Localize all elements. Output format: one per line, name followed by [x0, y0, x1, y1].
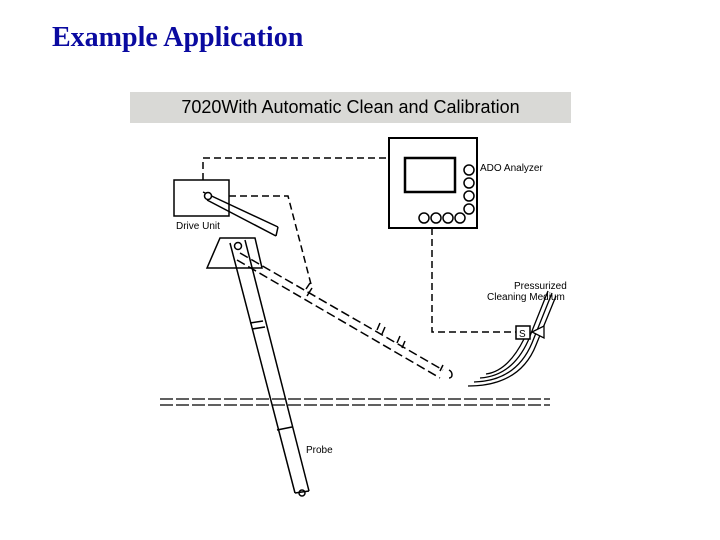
- analyzer-side-buttons: [463, 164, 475, 215]
- diagram-subtitle: 7020With Automatic Clean and Calibration: [130, 92, 571, 123]
- drive-unit-box: [173, 179, 230, 217]
- drive-unit: Drive Unit: [173, 179, 263, 269]
- drive-arm: [202, 191, 279, 237]
- cable-drive-loop: [229, 195, 313, 289]
- water-surface: [160, 398, 550, 406]
- pressurized-label: Pressurized: [514, 281, 567, 292]
- cleaning-medium-label: Cleaning Medium: [487, 292, 565, 303]
- cable-drive-to-analyzer: [202, 157, 389, 180]
- solenoid-valve: S: [515, 324, 545, 340]
- cable-analyzer-to-valve: [431, 228, 518, 333]
- probe-pole: [229, 239, 310, 497]
- supply-lines: [467, 290, 557, 387]
- analyzer-bottom-buttons: [418, 212, 466, 224]
- probe-label: Probe: [306, 445, 333, 456]
- connection-lines: [202, 157, 518, 333]
- analyzer-display: [403, 156, 457, 194]
- pivot-mount: [205, 237, 263, 269]
- hose-fittings: [305, 282, 453, 379]
- svg-text:S: S: [519, 329, 526, 340]
- drive-unit-label: Drive Unit: [176, 221, 220, 232]
- slide-title: Example Application: [52, 22, 304, 53]
- analyzer-unit: ADO Analyzer: [388, 137, 543, 229]
- analyzer-label: ADO Analyzer: [480, 163, 543, 174]
- cleaning-hose: [236, 252, 444, 379]
